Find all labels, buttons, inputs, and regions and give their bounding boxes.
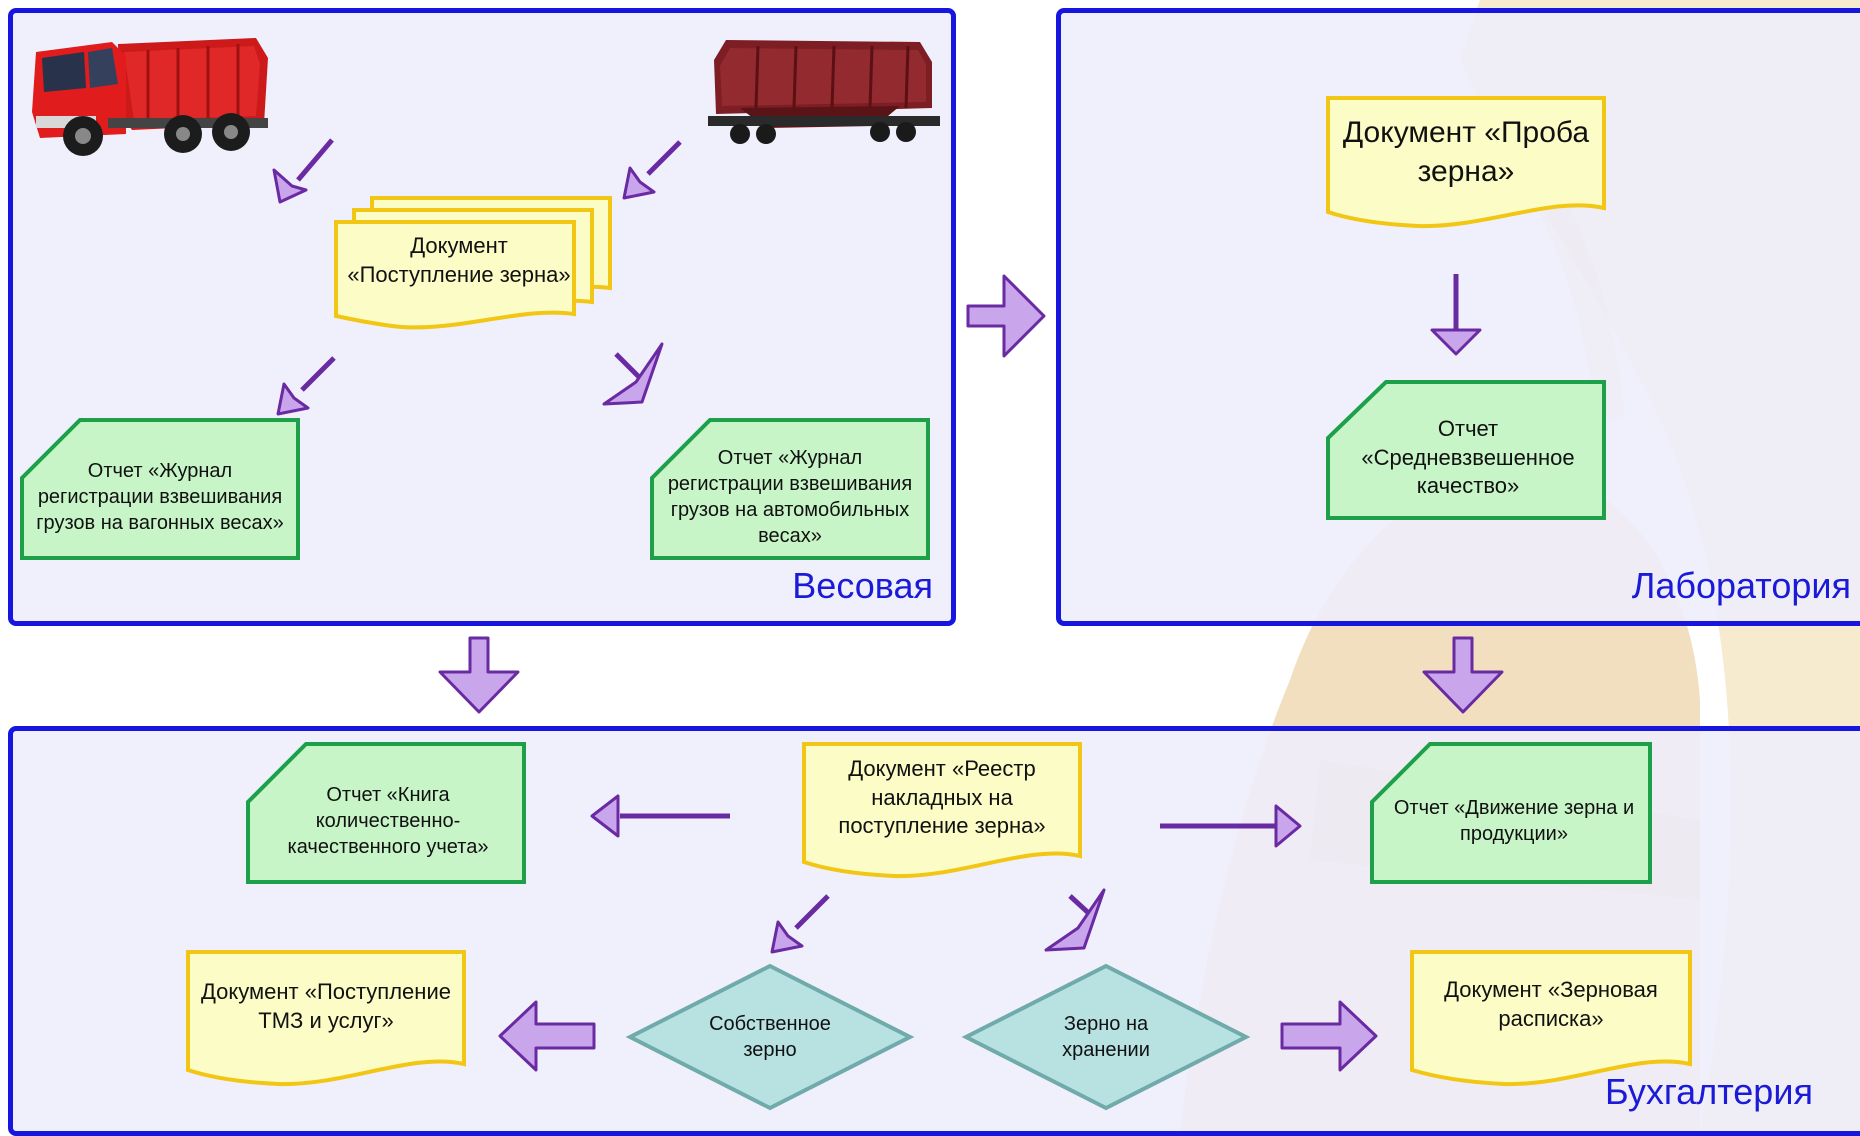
panel-label-scales: Весовая: [792, 565, 933, 606]
decision-grain-storage-label: Зерно на хранении: [1062, 1013, 1150, 1061]
report-grain-movement[interactable]: Отчет «Движение зерна и продукции»: [1370, 742, 1652, 884]
document-shape: [802, 742, 1082, 879]
report-wagon-scales-label: Отчет «Журнал регистрации взвешивания гр…: [36, 460, 284, 534]
arrow-railcar-to-receipt: [622, 166, 656, 200]
report-grain-movement-label: Отчет «Движение зерна и продукции»: [1393, 797, 1635, 845]
arrow-receipt-to-auto-report: [602, 342, 664, 406]
report-shape: [650, 418, 930, 560]
doc-invoice-register-label: Документ «Реестр накладных на поступлени…: [838, 756, 1046, 839]
arrow-storage-to-warrant: [1280, 1000, 1378, 1072]
arrow-sample-to-quality: [1430, 328, 1482, 356]
doc-grain-warrant[interactable]: Документ «Зерновая расписка»: [1410, 950, 1692, 1090]
decision-own-grain[interactable]: Собственное зерно: [625, 963, 915, 1111]
arrow-register-to-book: [590, 794, 620, 838]
report-wagon-scales-journal[interactable]: Отчет «Журнал регистрации взвешивания гр…: [20, 418, 300, 560]
decision-grain-storage[interactable]: Зерно на хранении: [961, 963, 1251, 1111]
document-shape: [1410, 950, 1692, 1087]
report-weighted-quality[interactable]: Отчет «Средневзвешенное качество»: [1326, 380, 1606, 520]
report-shape: [20, 418, 300, 560]
doc-grain-receipt-label: Документ «Поступление зерна»: [347, 233, 571, 287]
report-weighted-quality-label: Отчет «Средневзвешенное качество»: [1361, 416, 1575, 499]
panel-label-accounting: Бухгалтерия: [1605, 1071, 1813, 1112]
report-auto-scales-label: Отчет «Журнал регистрации взвешивания гр…: [667, 447, 913, 547]
hopper-railcar-image: [708, 40, 940, 144]
doc-tmz-receipt-label: Документ «Поступление ТМЗ и услуг»: [201, 979, 451, 1033]
dump-truck-image: [32, 38, 268, 156]
report-shape: [1370, 742, 1652, 884]
document-stack-shape: [334, 196, 612, 330]
arrow-truck-to-receipt: [272, 168, 308, 204]
panel-label-lab: Лаборатория: [1631, 565, 1851, 606]
doc-grain-warrant-label: Документ «Зерновая расписка»: [1444, 977, 1658, 1031]
arrow-scales-to-accounting: [438, 636, 520, 714]
decision-diamond-shape: [961, 963, 1251, 1111]
doc-invoice-register[interactable]: Документ «Реестр накладных на поступлени…: [802, 742, 1082, 882]
arrow-lab-to-accounting: [1422, 636, 1504, 714]
report-quantity-quality-book[interactable]: Отчет «Книга количественно-качественного…: [246, 742, 526, 884]
report-shape: [246, 742, 526, 884]
arrow-register-to-movement: [1274, 804, 1302, 848]
arrow-scales-to-lab: [966, 274, 1046, 358]
doc-tmz-receipt[interactable]: Документ «Поступление ТМЗ и услуг»: [186, 950, 466, 1090]
arrow-own-grain-to-tmz: [498, 1000, 596, 1072]
decision-diamond-shape: [625, 963, 915, 1111]
decision-own-grain-label: Собственное зерно: [709, 1013, 831, 1061]
report-auto-scales-journal[interactable]: Отчет «Журнал регистрации взвешивания гр…: [650, 418, 930, 560]
doc-grain-sample-label: Документ «Проба зерна»: [1342, 116, 1590, 188]
report-quantity-quality-book-label: Отчет «Книга количественно-качественного…: [287, 784, 489, 858]
arrow-register-to-storage: [1044, 888, 1106, 952]
arrow-receipt-to-wagon-report: [276, 382, 310, 416]
report-shape: [1326, 380, 1606, 520]
arrow-register-to-own-grain: [770, 920, 804, 954]
doc-grain-receipt[interactable]: Документ «Поступление зерна»: [332, 196, 614, 340]
document-shape: [186, 950, 466, 1087]
document-shape: [1326, 96, 1606, 229]
doc-grain-sample[interactable]: Документ «Проба зерна»: [1326, 96, 1606, 232]
